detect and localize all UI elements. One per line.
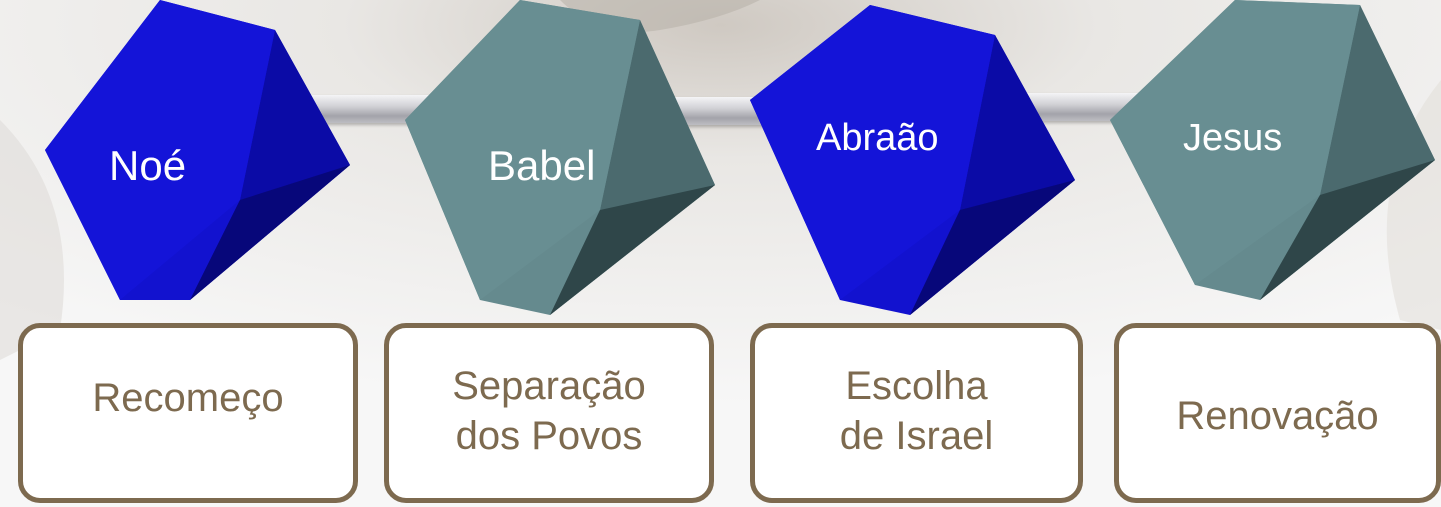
label-box-text: Renovação (1176, 394, 1379, 438)
label-box-recomeco: Recomeço (18, 323, 358, 503)
cube-label-abraao: Abraão (816, 117, 939, 159)
label-box-text: Recomeço (92, 376, 284, 420)
label-box-separacao: Separação dos Povos (384, 323, 714, 503)
cube-label-jesus: Jesus (1183, 117, 1283, 159)
label-box-text: dos Povos (455, 414, 643, 458)
cube-label-noe: Noé (109, 142, 187, 189)
connector-noe-babel (272, 95, 472, 123)
label-box-text: Separação (452, 364, 646, 408)
connector-abraao-jesus (993, 93, 1193, 121)
cube-label-babel: Babel (488, 142, 596, 189)
label-box-renovacao: Renovação (1114, 323, 1441, 503)
label-box-text: Escolha (845, 364, 988, 408)
label-box-text: de Israel (839, 414, 994, 458)
connector-babel-abraao (632, 97, 832, 125)
label-box-escolha: Escolha de Israel (750, 323, 1083, 503)
